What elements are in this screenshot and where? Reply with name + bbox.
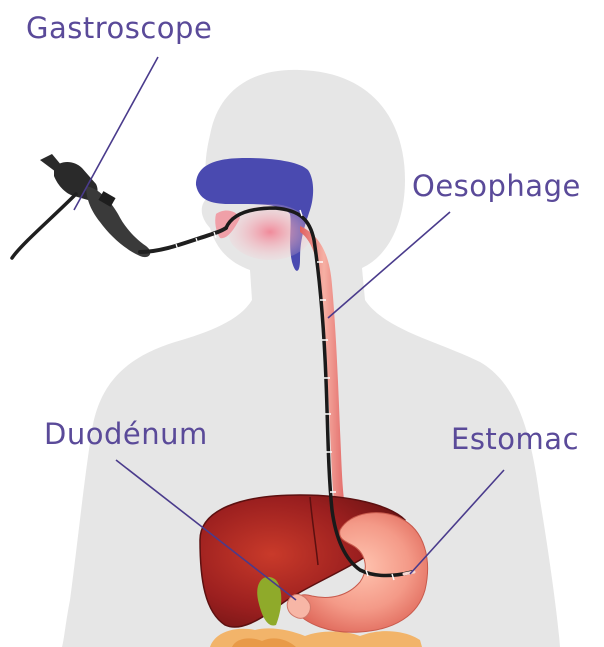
label-duodenum: Duodénum: [44, 420, 208, 449]
label-gastroscope: Gastroscope: [26, 14, 212, 43]
leader-line-gastroscope: [74, 57, 158, 210]
label-estomac: Estomac: [451, 425, 579, 454]
label-oesophage: Oesophage: [412, 172, 581, 201]
gastroscope-instrument-icon: [12, 154, 226, 258]
